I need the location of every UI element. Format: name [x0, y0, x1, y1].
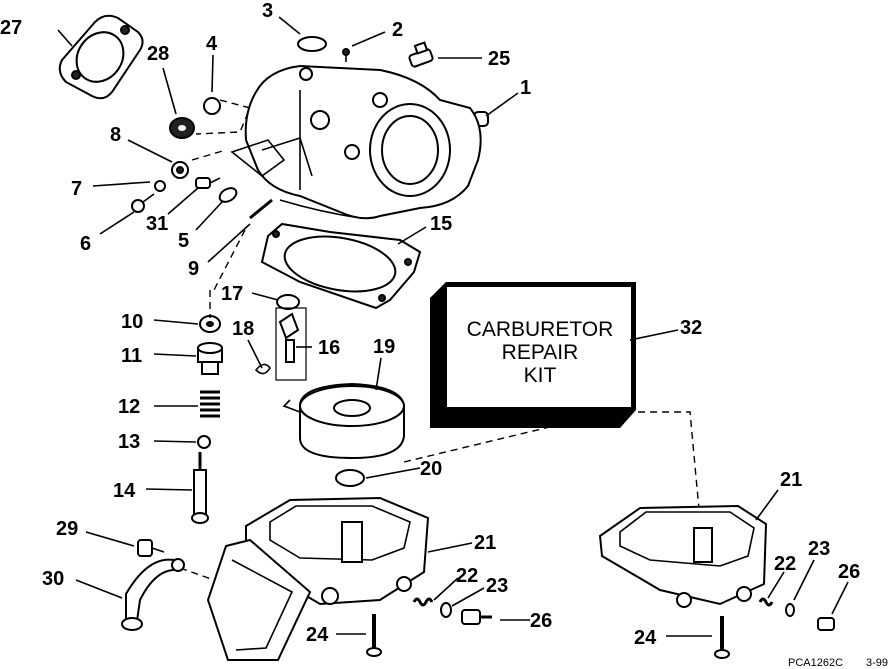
kit-label-line1: CARBURETOR: [467, 318, 614, 341]
part-28-nut: [169, 117, 195, 139]
part-18-clip: [254, 363, 271, 375]
callout-numbers: 1 2 3 4 5 6 7 8 9 10 11 12 13 14 15 16 1…: [0, 0, 860, 649]
part-23-oring: [440, 602, 452, 618]
callout-9: 9: [188, 258, 199, 280]
part-26-drain-screw: [461, 609, 492, 625]
part-26-drain-screw-alt: [817, 617, 835, 631]
part-22-spring: [412, 597, 434, 607]
part-8-lever: [171, 161, 189, 179]
callout-8: 8: [110, 124, 121, 146]
part-22-spring-alt: [758, 597, 774, 607]
callout-16: 16: [318, 337, 340, 359]
part-11-jet-housing: [197, 342, 223, 375]
callout-6: 6: [80, 233, 91, 255]
part-4-ball: [203, 97, 221, 115]
figure-date: 3-99: [866, 657, 888, 669]
callout-4: 4: [206, 33, 218, 55]
callout-5: 5: [178, 230, 189, 252]
leader-lines: [57, 16, 849, 637]
part-24-screw: [366, 614, 382, 657]
callout-13: 13: [118, 431, 140, 453]
part-5-bushing: [218, 187, 238, 203]
part-6-screw: [131, 193, 155, 213]
callout-3: 3: [262, 0, 273, 22]
part-14-needle: [191, 452, 209, 524]
part-2-screw: [342, 48, 350, 62]
part-25-fitting: [408, 41, 434, 68]
callout-22-alt: 22: [774, 553, 796, 575]
part-23-oring-alt: [785, 603, 795, 617]
callout-31: 31: [146, 213, 168, 235]
callout-25: 25: [488, 48, 510, 70]
repair-kit-box: CARBURETOR REPAIR KIT: [430, 282, 636, 428]
part-10-gasket: [199, 315, 221, 333]
callout-26-alt: 26: [838, 561, 860, 583]
callout-32: 32: [680, 317, 702, 339]
callout-19: 19: [373, 336, 395, 358]
callout-18: 18: [232, 318, 254, 340]
part-27-flange-gasket: [58, 14, 144, 100]
callout-15: 15: [430, 213, 452, 235]
part-12-spring: [200, 390, 220, 418]
part-carburetor-body: [230, 64, 482, 220]
callout-2: 2: [392, 19, 403, 41]
callout-24-main: 24: [306, 624, 329, 646]
callout-1: 1: [520, 77, 531, 99]
callout-29: 29: [56, 518, 78, 540]
callout-21-alt: 21: [780, 469, 802, 491]
part-9-pin: [249, 198, 273, 220]
part-19-float: [282, 382, 405, 460]
part-15-gasket: [260, 222, 422, 310]
kit-label-line2: REPAIR: [502, 341, 579, 364]
part-3-plug: [297, 36, 327, 52]
callout-23-alt: 23: [808, 538, 830, 560]
callout-28: 28: [147, 43, 169, 65]
part-21-float-bowl: [206, 496, 430, 661]
part-17-seal: [276, 294, 300, 310]
callout-7: 7: [71, 178, 82, 200]
part-13-washer: [197, 435, 211, 449]
callout-26-main: 26: [530, 610, 552, 632]
callout-12: 12: [118, 396, 140, 418]
part-30-bracket: [121, 558, 185, 631]
part-24-screw-alt: [714, 616, 730, 659]
part-31-fitting: [195, 177, 221, 189]
part-21-float-bowl-alt: [598, 504, 768, 608]
callout-22-main: 22: [456, 565, 478, 587]
part-16-needle-seat: [275, 307, 307, 381]
callout-14: 14: [113, 480, 136, 502]
part-29-screw: [137, 539, 165, 557]
callout-30: 30: [42, 568, 64, 590]
part-7-washer: [154, 180, 166, 192]
callout-21-main: 21: [474, 532, 496, 554]
callout-20: 20: [420, 458, 442, 480]
callout-27: 27: [0, 17, 22, 39]
callout-17: 17: [221, 283, 243, 305]
part-20-gasket: [335, 469, 365, 487]
callout-24-alt: 24: [634, 627, 657, 649]
callout-23-main: 23: [486, 575, 508, 597]
kit-label-line3: KIT: [524, 364, 557, 387]
callout-10: 10: [121, 311, 143, 333]
figure-code: PCA1262C: [788, 657, 843, 669]
callout-11: 11: [121, 345, 142, 367]
